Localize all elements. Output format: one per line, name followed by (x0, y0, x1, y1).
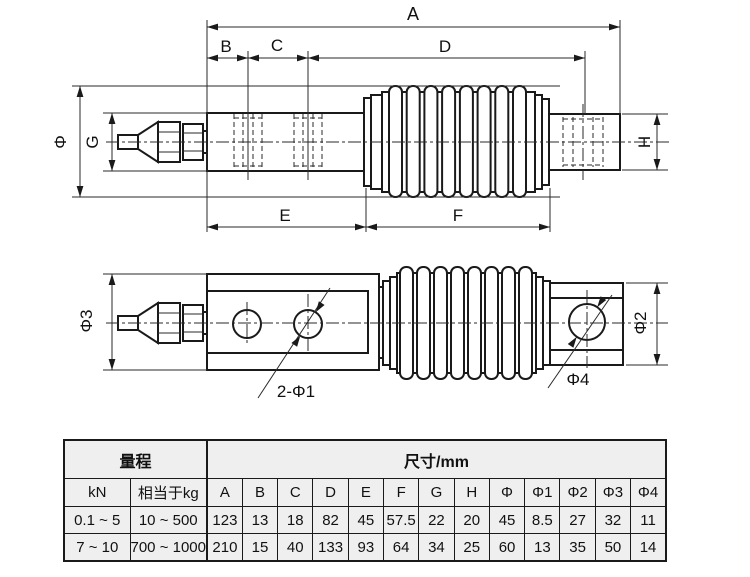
table-cell: 15 (241, 533, 279, 562)
technical-drawing: A B C D E F Φ G H (51, 4, 670, 401)
table-cell: 133 (312, 533, 349, 562)
table-cell: 11 (630, 506, 667, 534)
top-view: Φ3 Φ2 2-Φ1 Φ4 (77, 266, 668, 401)
table-subheader-row: kN 相当于kg A B C D E F G H Φ Φ1 Φ2 Φ3 Φ4 (63, 478, 667, 507)
table-cell: 32 (594, 506, 632, 534)
side-view: A B C D E F Φ G H (51, 4, 670, 232)
table-header-row: 量程 尺寸/mm (63, 439, 667, 479)
table-cell: 14 (630, 533, 667, 562)
subheader-g: G (418, 478, 455, 507)
dimension-lines-side (76, 23, 661, 231)
dim-label-2-phi1: 2-Φ1 (277, 382, 315, 401)
table-cell: 35 (559, 533, 596, 562)
dim-label-c: C (271, 36, 283, 55)
subheader-c: C (277, 478, 314, 507)
bellows-side (363, 85, 550, 198)
table-cell: 82 (312, 506, 349, 534)
dim-label-f: F (453, 206, 463, 225)
subheader-b: B (241, 478, 279, 507)
table-cell: 700 ~ 1000 (129, 533, 208, 562)
header-size-mm: 尺寸/mm (206, 439, 667, 479)
sensor-body-top (206, 273, 383, 371)
table-cell: 123 (206, 506, 243, 534)
subheader-e: E (347, 478, 385, 507)
table-cell: 45 (488, 506, 526, 534)
table-cell: 7 ~ 10 (63, 533, 131, 562)
subheader-d: D (312, 478, 349, 507)
subheader-a: A (206, 478, 243, 507)
center-lines-top (106, 290, 668, 368)
table-cell: 10 ~ 500 (129, 506, 208, 534)
table-cell: 50 (594, 533, 632, 562)
dim-label-a: A (407, 4, 419, 24)
table-cell: 18 (277, 506, 314, 534)
table-cell: 13 (241, 506, 279, 534)
table-cell: 34 (418, 533, 455, 562)
dimension-lines-top (108, 274, 661, 399)
table-cell: 8.5 (524, 506, 561, 534)
subheader-phi1: Φ1 (524, 478, 561, 507)
dim-label-phi2: Φ2 (631, 311, 650, 334)
table-cell: 25 (453, 533, 490, 562)
subheader-f: F (382, 478, 420, 507)
subheader-phi3: Φ3 (594, 478, 632, 507)
dim-label-phi: Φ (51, 135, 70, 149)
subheader-phi4: Φ4 (630, 478, 667, 507)
table-cell: 210 (206, 533, 243, 562)
subheader-phi2: Φ2 (559, 478, 596, 507)
table-cell: 22 (418, 506, 455, 534)
table-cell: 60 (488, 533, 526, 562)
table-cell: 45 (347, 506, 385, 534)
extension-lines-side (72, 20, 668, 232)
table-cell: 27 (559, 506, 596, 534)
subheader-kn: kN (63, 478, 131, 507)
subheader-phi: Φ (488, 478, 526, 507)
extension-lines-top (103, 273, 668, 371)
table-cell: 57.5 (382, 506, 420, 534)
table-cell: 93 (347, 533, 385, 562)
dim-label-b: B (220, 37, 231, 56)
table-cell: 0.1 ~ 5 (63, 506, 131, 534)
table-row: 0.1 ~ 5 10 ~ 500 123 13 18 82 45 57.5 22… (63, 506, 667, 534)
subheader-kg: 相当于kg (129, 478, 208, 507)
dim-label-phi4: Φ4 (566, 370, 589, 389)
dim-label-e: E (279, 206, 290, 225)
table-row: 7 ~ 10 700 ~ 1000 210 15 40 133 93 64 34… (63, 533, 667, 562)
table-cell: 20 (453, 506, 490, 534)
table-cell: 64 (382, 533, 420, 562)
table-cell: 40 (277, 533, 314, 562)
dim-label-phi3: Φ3 (77, 309, 96, 332)
dim-label-g: G (83, 135, 102, 148)
spec-table: 量程 尺寸/mm kN 相当于kg A B C D E F G H Φ Φ1 Φ… (63, 439, 667, 562)
table-cell: 13 (524, 533, 561, 562)
dim-label-d: D (439, 37, 451, 56)
subheader-h: H (453, 478, 490, 507)
dim-label-h: H (635, 136, 654, 148)
header-range: 量程 (63, 439, 208, 479)
